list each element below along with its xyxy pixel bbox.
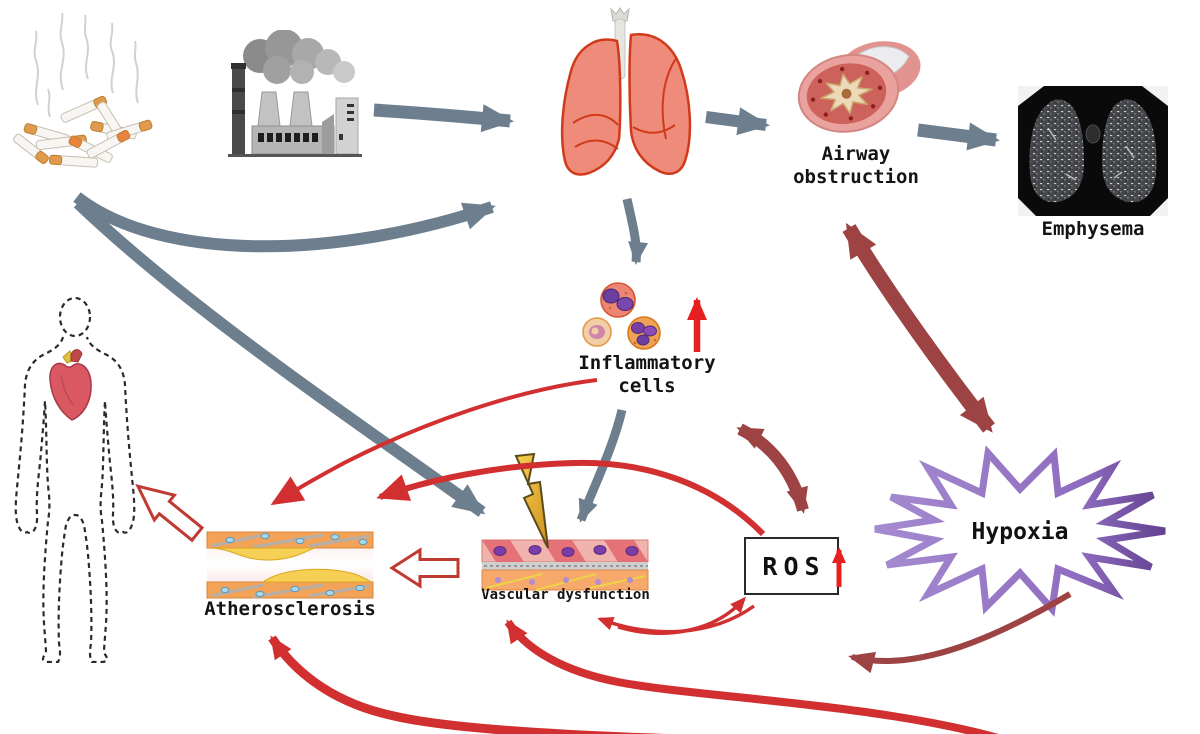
lumen-center [841, 88, 852, 99]
arrow-hypoxia-to-atherosclerosis [268, 635, 666, 734]
plaque-top [208, 547, 316, 561]
ct-scan-icon [1018, 86, 1168, 216]
label-hypoxia: Hypoxia [971, 519, 1069, 545]
label-inflammatory-cells: Inflammatory cells [578, 352, 716, 398]
right-lung-lobe [628, 33, 692, 175]
cooling-stack [289, 91, 313, 127]
airway-dark-oval [1085, 124, 1101, 144]
label-airway-obstruction: Airway obstruction [793, 143, 919, 189]
atherosclerotic-vessel-icon [206, 531, 374, 599]
starburst-outline [874, 445, 1166, 617]
arrow-ros-to-atherosclerosis [376, 459, 766, 537]
factory-building [251, 125, 335, 155]
hollow-arrow-vascular-to-atherosclerosis [389, 547, 460, 589]
starburst-icon [874, 445, 1166, 617]
lungs-icon [560, 7, 692, 176]
airway-cross-section-icon [797, 41, 921, 133]
endothelial-dots [220, 532, 368, 598]
arrow-lungs-to-cells [622, 198, 649, 265]
cigarettes-icon [13, 12, 153, 168]
arrow-pollution-to-lungs [373, 103, 514, 133]
hypoxia-node: Hypoxia [870, 445, 1170, 618]
factory-windows [258, 133, 318, 142]
vessel-wall-icon [481, 539, 649, 591]
arrow-smoking-to-lungs [73, 192, 496, 253]
factory-smoke [243, 29, 355, 84]
airway-obstruction-node [786, 38, 928, 142]
factory-icon [228, 29, 362, 157]
arrow-airway-hypoxia-bidirectional [842, 222, 995, 433]
arrow-cells-to-vascular [576, 408, 627, 523]
cigarettes-node [8, 5, 178, 177]
inflammatory-cells-node [580, 280, 688, 354]
arrow-lungs-to-airway [705, 107, 770, 136]
smoke-wisps [33, 12, 139, 118]
elastic-lamina-layer [482, 562, 648, 570]
arrow-cells-ros-bidirectional [736, 423, 809, 514]
ros-box: ROS [744, 537, 839, 595]
wall-dots [810, 66, 883, 121]
pollution-node [222, 29, 367, 162]
lungs-node [535, 5, 705, 193]
vascular-dysfunction-node [480, 538, 650, 594]
muscle-nuclei [495, 577, 633, 585]
cigarette-pile [13, 95, 153, 168]
larynx [610, 7, 630, 22]
lightning-bolt-icon [514, 452, 549, 549]
arrow-vascular-to-ros [617, 596, 746, 635]
label-atherosclerosis: Atherosclerosis [204, 598, 376, 620]
lightning-node [496, 452, 560, 556]
inflammatory-cells-icon [582, 282, 661, 350]
human-body-heart-icon [14, 296, 136, 664]
emphysema-node [1018, 86, 1168, 216]
body-heart-node [5, 295, 145, 664]
endothelial-nuclei [493, 545, 639, 557]
atherosclerosis-node [205, 528, 375, 602]
cooling-stack [257, 91, 281, 127]
plaque-bottom [261, 568, 373, 583]
arrow-hypoxia-to-vascular [504, 619, 999, 734]
heart [49, 349, 92, 421]
left-lung-lobe [560, 38, 622, 176]
ros-label: ROS [762, 551, 826, 581]
arrow-ros-to-vascular [597, 604, 756, 634]
arrow-airway-to-emphysema [917, 122, 1000, 151]
label-vascular-dysfunction: Vascular dysfunction [481, 587, 650, 603]
label-emphysema: Emphysema [1041, 218, 1145, 240]
